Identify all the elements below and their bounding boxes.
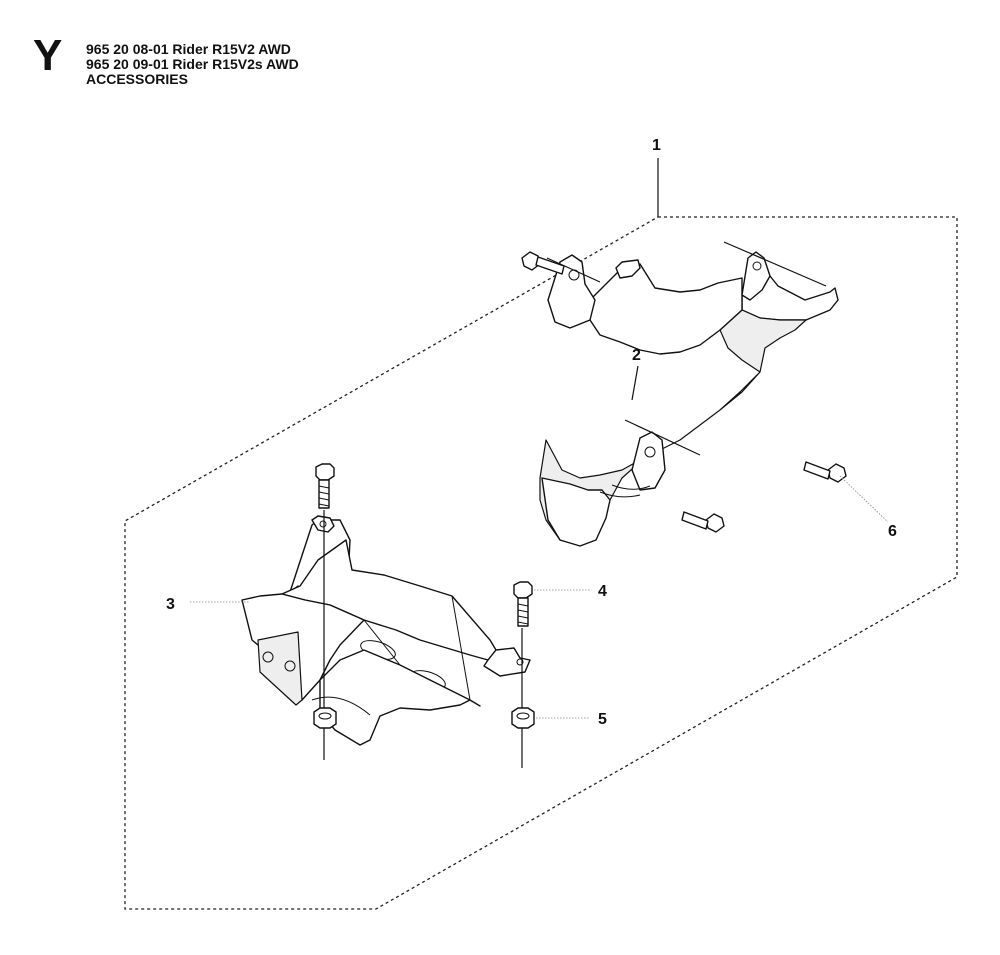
assembly-outline	[124, 216, 958, 910]
callout-3: 3	[166, 596, 175, 613]
nut-part-5	[511, 707, 535, 729]
axis-line	[723, 241, 827, 287]
callout-2-leader	[631, 365, 639, 401]
bolt-part	[315, 463, 335, 509]
model-line-2: 965 20 09-01 Rider R15V2s AWD	[86, 56, 299, 72]
callout-6-leader	[839, 475, 889, 523]
nut-part	[313, 707, 337, 729]
lower-bracket-part	[241, 515, 531, 746]
upper-bracket-part	[539, 251, 839, 547]
bolt-part-4	[513, 581, 533, 627]
callout-4: 4	[598, 583, 607, 600]
callout-1: 1	[652, 137, 661, 154]
bolt-part	[521, 251, 565, 275]
axis-line	[624, 419, 701, 456]
callout-6: 6	[888, 523, 897, 540]
title-block: 965 20 08-01 Rider R15V2 AWD 965 20 09-0…	[86, 42, 299, 87]
model-line-1: 965 20 08-01 Rider R15V2 AWD	[86, 41, 291, 57]
bolt-part	[803, 461, 847, 483]
callout-2: 2	[632, 347, 641, 364]
callout-5: 5	[598, 711, 607, 728]
section-name: ACCESSORIES	[86, 71, 188, 87]
bolt-part	[681, 511, 725, 533]
section-letter: Y	[33, 31, 63, 80]
axis-line	[546, 257, 601, 283]
